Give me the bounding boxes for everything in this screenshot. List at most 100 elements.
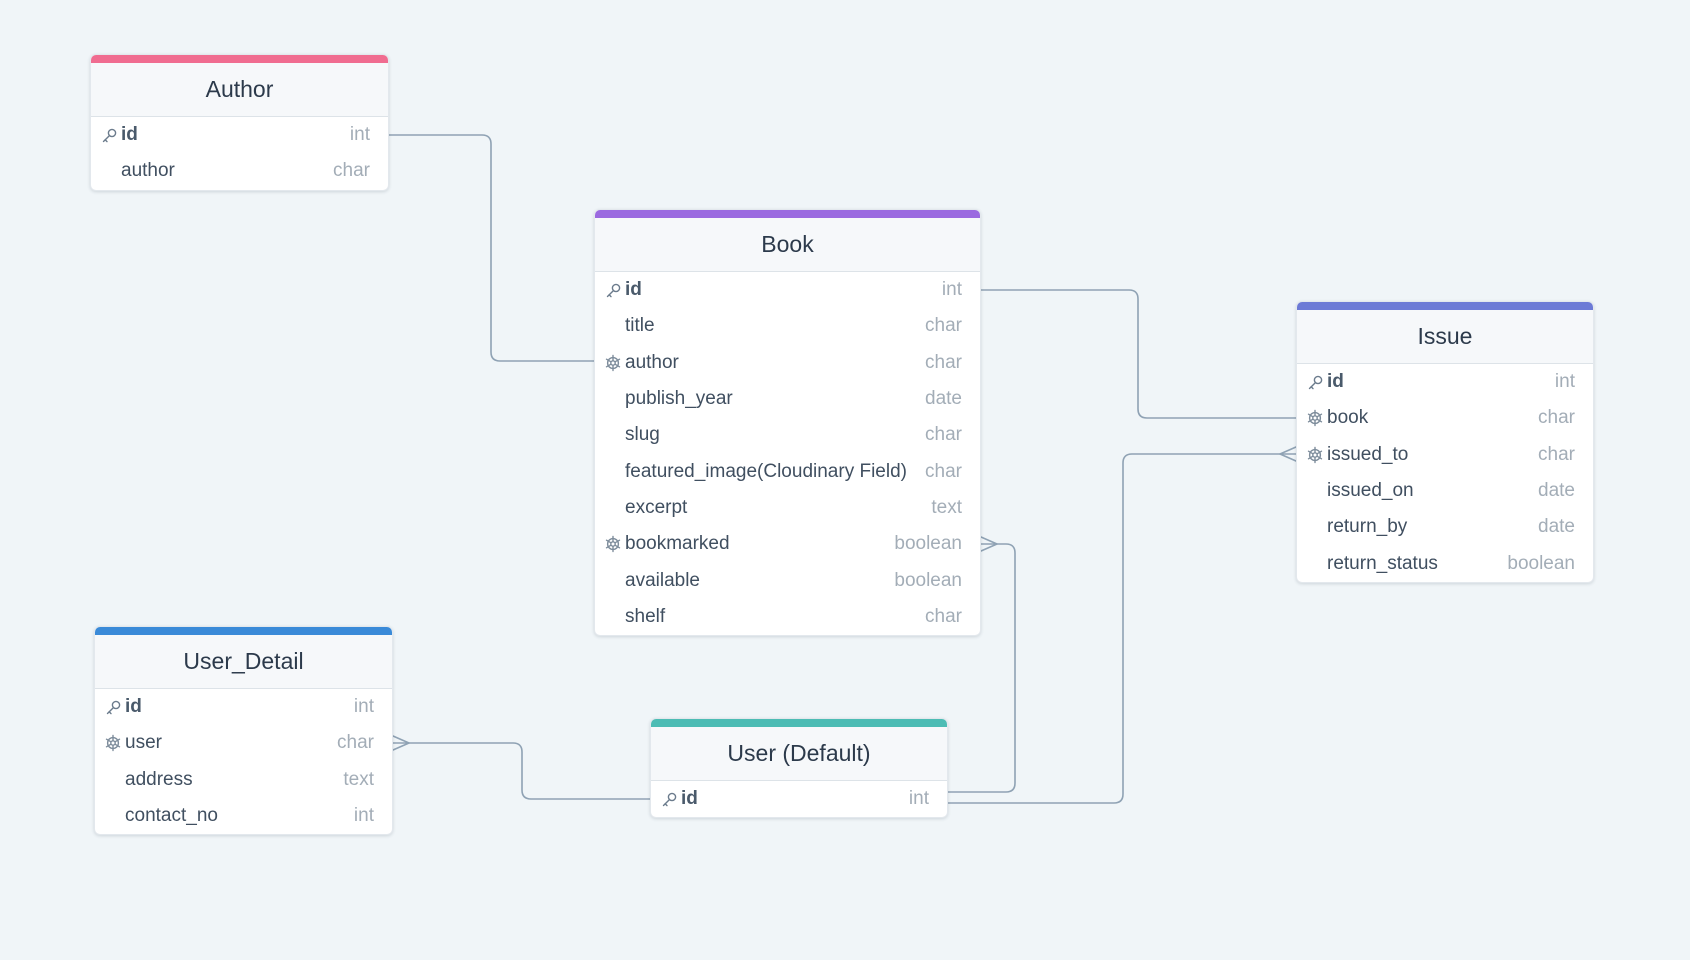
field-row-title[interactable]: title char: [595, 308, 980, 344]
field-name: id: [681, 788, 698, 810]
field-name: id: [625, 279, 642, 301]
field-row-address[interactable]: address text: [95, 762, 392, 798]
table-accent-bar: [1297, 302, 1593, 310]
field-row-issued-on[interactable]: issued_on date: [1297, 473, 1593, 509]
field-name: return_by: [1327, 516, 1408, 538]
field-name: id: [125, 696, 142, 718]
field-name: excerpt: [625, 496, 688, 518]
crowfoot-book-bookmarked: [980, 536, 998, 552]
field-type: date: [1538, 516, 1575, 538]
table-title: Book: [595, 218, 980, 272]
table-title: Author: [91, 63, 388, 117]
field-row-bookmarked[interactable]: bookmarked boolean: [595, 526, 980, 562]
field-type: char: [925, 351, 962, 373]
field-row-id[interactable]: id int: [95, 689, 392, 725]
field-type: int: [908, 788, 929, 810]
field-row-id[interactable]: id int: [1297, 364, 1593, 400]
field-row-featured-image-cloudinary-field[interactable]: featured_image(Cloudinary Field) char: [595, 453, 980, 489]
key-icon: [604, 281, 622, 299]
table-title: User (Default): [651, 727, 947, 781]
table-accent-bar: [91, 55, 388, 63]
field-row-return-status[interactable]: return_status boolean: [1297, 545, 1593, 581]
field-name: contact_no: [125, 805, 218, 827]
field-type: char: [925, 460, 962, 482]
snowflake-icon: [604, 354, 622, 372]
field-type: text: [343, 768, 374, 790]
link-user-userdetail: [392, 742, 651, 800]
field-list: id int: [651, 781, 947, 817]
field-name: return_status: [1327, 552, 1438, 574]
field-type: int: [1554, 371, 1575, 393]
field-type: boolean: [894, 533, 962, 555]
field-row-author[interactable]: author char: [91, 153, 388, 189]
table-accent-bar: [595, 210, 980, 218]
field-type: char: [1538, 407, 1575, 429]
field-row-book[interactable]: book char: [1297, 400, 1593, 436]
field-name: featured_image(Cloudinary Field): [625, 460, 907, 482]
link-book-issue: [980, 289, 1297, 419]
field-type: char: [925, 605, 962, 627]
field-type: boolean: [894, 569, 962, 591]
field-name: shelf: [625, 605, 666, 627]
field-name: available: [625, 569, 700, 591]
field-name: author: [625, 351, 679, 373]
field-row-contact-no[interactable]: contact_no int: [95, 798, 392, 834]
snowflake-icon: [604, 535, 622, 553]
field-name: publish_year: [625, 388, 733, 410]
field-type: int: [941, 279, 962, 301]
table-issue[interactable]: Issue id int book char issued_to char issued_o…: [1296, 301, 1594, 583]
field-name: issued_on: [1327, 480, 1414, 502]
field-name: book: [1327, 407, 1369, 429]
field-name: issued_to: [1327, 443, 1409, 465]
field-type: char: [925, 315, 962, 337]
field-type: boolean: [1507, 552, 1575, 574]
field-row-id[interactable]: id int: [595, 272, 980, 308]
field-name: bookmarked: [625, 533, 730, 555]
field-name: id: [121, 124, 138, 146]
field-type: char: [333, 160, 370, 182]
field-row-id[interactable]: id int: [651, 781, 947, 817]
snowflake-icon: [1306, 409, 1324, 427]
table-title: Issue: [1297, 310, 1593, 364]
key-icon: [660, 790, 678, 808]
field-row-issued-to[interactable]: issued_to char: [1297, 437, 1593, 473]
key-icon: [1306, 373, 1324, 391]
field-type: int: [353, 696, 374, 718]
snowflake-icon: [104, 734, 122, 752]
field-type: char: [925, 424, 962, 446]
key-icon: [104, 698, 122, 716]
key-icon: [100, 126, 118, 144]
field-name: author: [121, 160, 175, 182]
field-row-return-by[interactable]: return_by date: [1297, 509, 1593, 545]
field-name: slug: [625, 424, 660, 446]
field-name: id: [1327, 371, 1344, 393]
field-row-author[interactable]: author char: [595, 345, 980, 381]
link-user-issue: [947, 453, 1297, 804]
field-row-slug[interactable]: slug char: [595, 417, 980, 453]
field-row-shelf[interactable]: shelf char: [595, 599, 980, 635]
snowflake-icon: [1306, 446, 1324, 464]
field-type: int: [353, 805, 374, 827]
table-book[interactable]: Book id int title char author char publish_yea…: [594, 209, 981, 636]
table-accent-bar: [95, 627, 392, 635]
field-name: title: [625, 315, 655, 337]
field-type: char: [337, 732, 374, 754]
field-type: date: [1538, 480, 1575, 502]
crowfoot-issue-issued-to: [1279, 446, 1297, 462]
table-user-default[interactable]: User (Default) id int: [650, 718, 948, 819]
field-type: char: [1538, 443, 1575, 465]
field-row-available[interactable]: available boolean: [595, 562, 980, 598]
field-name: address: [125, 768, 193, 790]
